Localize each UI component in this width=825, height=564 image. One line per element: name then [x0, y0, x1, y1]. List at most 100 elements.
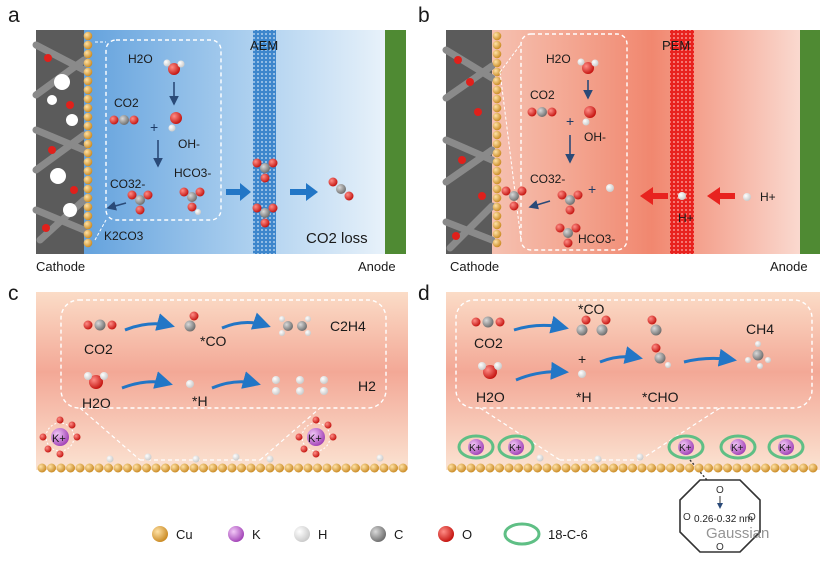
transport-arrows-b — [640, 187, 735, 205]
legend-label: H — [318, 527, 327, 542]
cu-atom — [332, 463, 341, 473]
catalyst-layer-a — [32, 30, 88, 254]
cu-atom — [647, 463, 656, 473]
cu-atom — [83, 157, 93, 167]
plus-sign-b-2: + — [588, 181, 596, 197]
water-label-d: H2O — [476, 389, 505, 405]
cu-atom — [83, 121, 93, 131]
cu-atom — [492, 166, 502, 176]
cu-atom — [83, 202, 93, 212]
panel-a: + — [32, 30, 406, 254]
cu-atom — [151, 463, 161, 473]
cu-atom — [492, 157, 502, 167]
co-adsorbed-c — [184, 311, 199, 332]
cu-atom — [542, 463, 552, 473]
cu-atom — [492, 202, 502, 212]
cu-atom — [83, 229, 93, 239]
cu-atom — [132, 463, 142, 473]
legend-label: Cu — [176, 527, 193, 542]
legend-label: O — [462, 527, 472, 542]
cu-atom — [83, 85, 93, 95]
cu-atom — [492, 229, 502, 239]
cho-label-d: *CHO — [642, 389, 679, 405]
cu-atom — [83, 94, 93, 104]
cu-atom — [723, 463, 732, 473]
cu-atom — [552, 463, 561, 473]
cu-atom — [492, 220, 502, 230]
k-atom — [508, 439, 524, 455]
panel-letter-c: c — [8, 282, 19, 305]
cu-atom — [561, 463, 571, 473]
legend-swatch-18c6 — [503, 522, 541, 546]
cu-atom — [83, 40, 93, 50]
k-atom — [778, 439, 794, 455]
cu-atom — [789, 463, 799, 473]
cu-atom — [799, 463, 808, 473]
hydrated-k-cation-c-1 — [39, 416, 81, 458]
hydrogen-label-c: H2 — [358, 378, 376, 394]
cu-atom — [492, 31, 502, 41]
carbonate-label-a: CO32- — [110, 177, 145, 191]
reaction-arrows-a — [106, 82, 179, 211]
cu-atom — [322, 463, 332, 473]
legend-label: C — [394, 527, 403, 542]
cu-atom — [492, 130, 502, 140]
methane-label-d: CH4 — [746, 321, 774, 337]
proton-label-b-1: H+ — [678, 211, 694, 225]
cu-atom — [666, 463, 675, 473]
cu-atom — [75, 463, 85, 473]
co2-molecule-c — [83, 319, 117, 331]
cu-atom — [189, 463, 199, 473]
cu-atom — [83, 184, 93, 194]
co2-loss-label: CO2 loss — [306, 230, 368, 247]
bicarbonate-in-membrane-a — [252, 158, 278, 228]
cu-atom — [85, 463, 94, 473]
cu-atom — [360, 463, 370, 473]
cu-atom — [694, 463, 704, 473]
k-atom — [468, 439, 484, 455]
cu-atom — [580, 463, 590, 473]
anode-label-a: Anode — [358, 259, 396, 274]
cu-atom — [492, 193, 502, 203]
cho-intermediate-d — [647, 315, 671, 368]
cu-atom — [571, 463, 580, 473]
co2-molecule-a — [109, 115, 139, 125]
salt-label-a: K2CO3 — [104, 229, 144, 243]
proton-atoms-b — [606, 184, 751, 201]
hydrated-k-cation-c-2 — [295, 416, 337, 458]
transport-arrows-a — [226, 183, 318, 201]
cu-atom — [685, 463, 694, 473]
bicarbonate-label-a: HCO3- — [174, 166, 211, 180]
panel-letter-a: a — [8, 4, 20, 27]
cu-atom — [113, 463, 123, 473]
cu-atom — [780, 463, 789, 473]
cu-atom — [495, 463, 504, 473]
cu-atom — [265, 463, 275, 473]
legend-swatch-k — [228, 526, 244, 542]
panel-letter-b: b — [418, 4, 430, 27]
co2-molecule-b — [527, 107, 557, 117]
svg-text:O: O — [683, 512, 691, 523]
cu-atom — [492, 238, 502, 248]
co-label-c: *CO — [200, 333, 227, 349]
crown-ether-k-cations-d: K+K+K+K+K+ — [457, 434, 805, 460]
cu-atom — [294, 463, 303, 473]
cu-atom — [492, 112, 502, 122]
k-label-c-2: K+ — [308, 433, 322, 445]
cu-atom — [161, 463, 170, 473]
cu-atom — [492, 94, 502, 104]
catalyst-layer-b — [442, 30, 496, 254]
cu-atom — [492, 85, 502, 95]
cu-atom — [227, 463, 237, 473]
water-label-a: H2O — [128, 52, 153, 66]
co2-label-d: CO2 — [474, 335, 503, 351]
water-molecule-d — [478, 362, 502, 379]
cu-atom — [656, 463, 666, 473]
cu-atom — [732, 463, 742, 473]
svg-text:O: O — [748, 512, 756, 523]
cu-atom — [256, 463, 265, 473]
k-label-c-1: K+ — [52, 433, 66, 445]
k-label-d: K+ — [509, 443, 522, 454]
co-label-d: *CO — [578, 301, 605, 317]
